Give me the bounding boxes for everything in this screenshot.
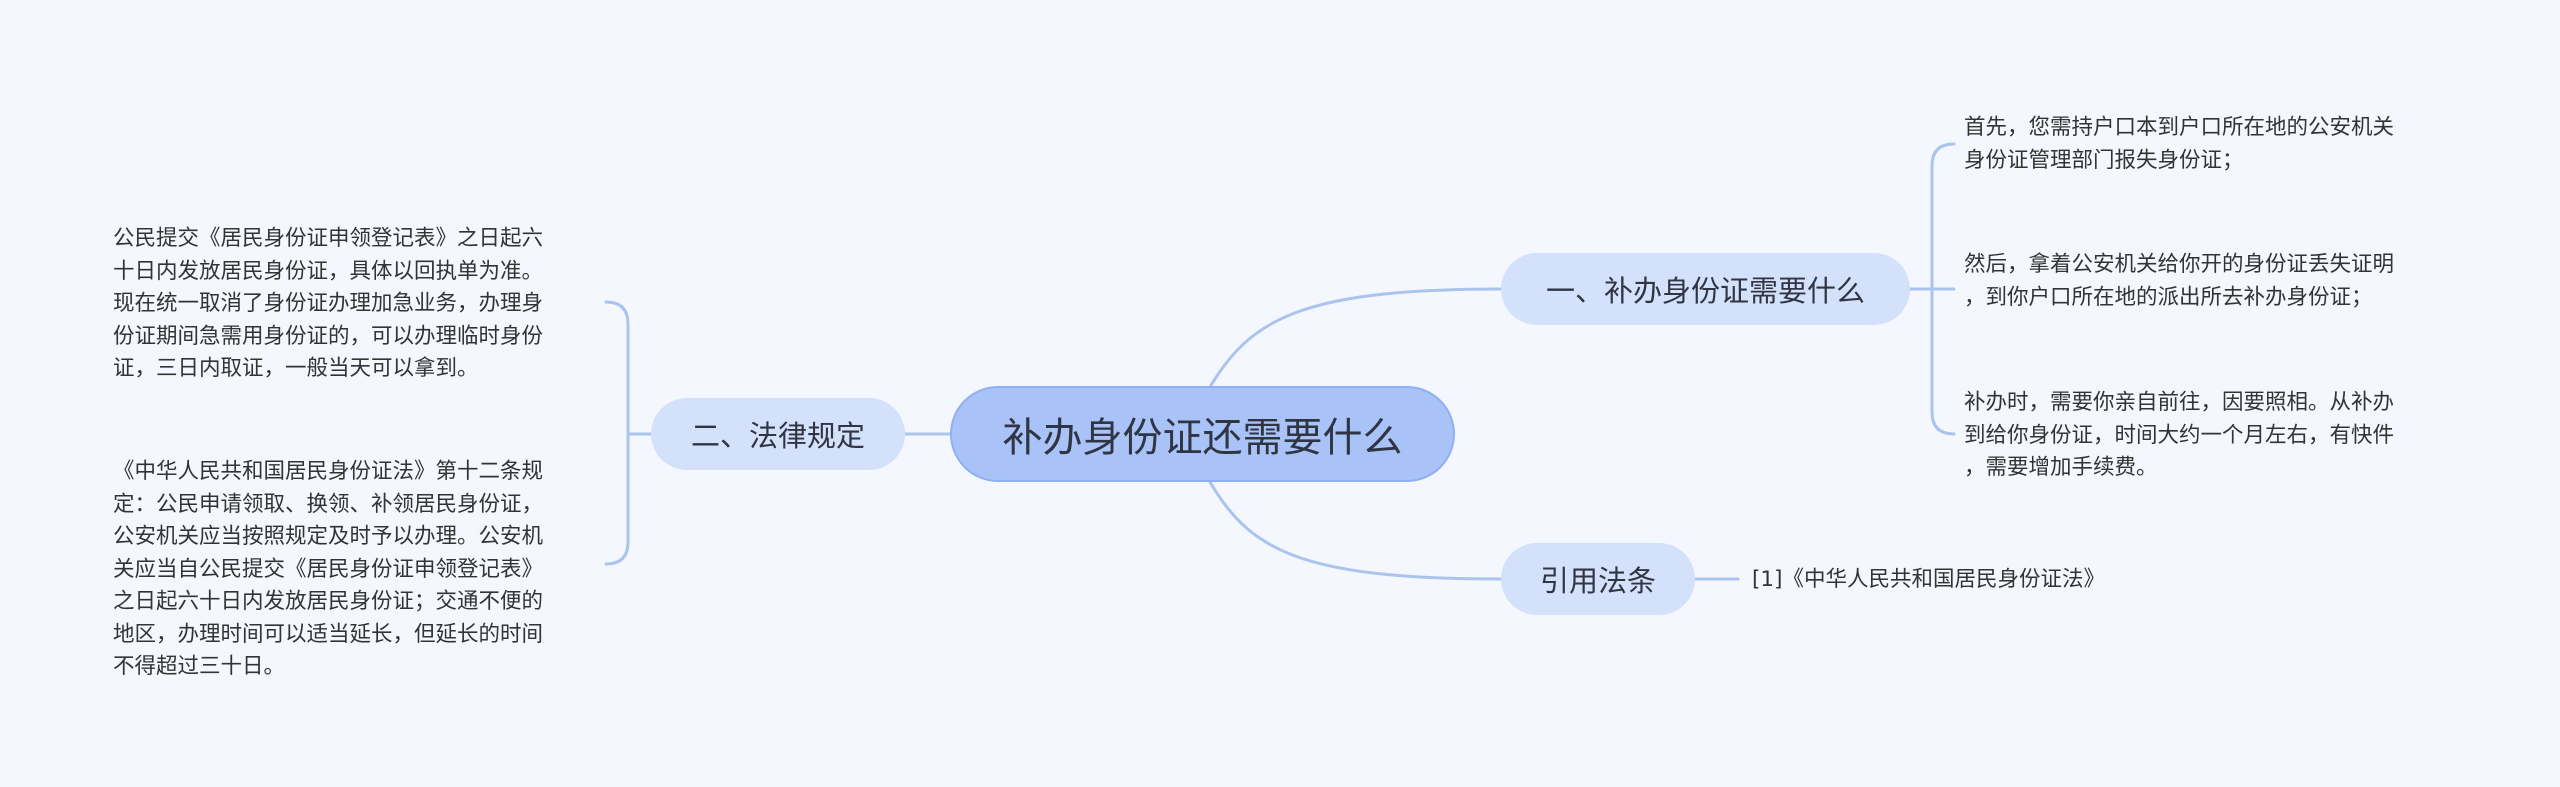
branch-citation[interactable]: 引用法条 [1501, 543, 1695, 615]
connector-requirements-leaf-1 [1930, 142, 1956, 291]
leaf-line: 定：公民申请领取、换领、补领居民身份证， [113, 491, 544, 517]
leaf-citation-1[interactable]: [1]《中华人民共和国居民身份证法》 [1752, 564, 2105, 597]
branch-requirements[interactable]: 一、补办身份证需要什么 [1501, 253, 1910, 325]
branch-law[interactable]: 二、法律规定 [651, 398, 905, 470]
connector-root-to-citation [1208, 480, 1503, 581]
connector-law-leaf-1 [604, 300, 630, 436]
leaf-line: 《中华人民共和国居民身份证法》第十二条规 [113, 459, 544, 484]
connector-requirements-leaf-3 [1930, 287, 1956, 436]
leaf-line: 公安机关应当按照规定及时予以办理。公安机 [113, 524, 544, 549]
connector-law-leaf-2 [604, 432, 630, 566]
leaf-line: 地区，办理时间可以适当延长，但延长的时间 [113, 621, 544, 647]
leaf-line: 十日内发放居民身份证，具体以回执单为准。 [113, 258, 544, 284]
leaf-line: ，需要增加手续费。 [1964, 455, 2158, 480]
branch-law-label: 二、法律规定 [690, 419, 865, 453]
leaf-line: 然后，拿着公安机关给你开的身份证丢失证明 [1964, 252, 2395, 277]
leaf-line: 之日起六十日内发放居民身份证；交通不便的 [113, 589, 544, 614]
leaf-requirements-1[interactable]: 首先，您需持户口本到户口所在地的公安机关 身份证管理部门报失身份证； [1964, 112, 2394, 177]
leaf-line: 现在统一取消了身份证办理加急业务，办理身 [113, 291, 544, 316]
branch-citation-label: 引用法条 [1539, 564, 1656, 598]
leaf-line: 公民提交《居民身份证申领登记表》之日起六 [113, 226, 544, 251]
leaf-line: 不得超过三十日。 [113, 654, 286, 679]
leaf-requirements-2[interactable]: 然后，拿着公安机关给你开的身份证丢失证明 ，到你户口所在地的派出所去补办身份证； [1964, 249, 2394, 314]
leaf-line: 关应当自公民提交《居民身份证申领登记表》 [113, 556, 544, 582]
leaf-line: 份证期间急需用身份证的，可以办理临时身份 [113, 323, 544, 349]
leaf-line: [1]《中华人民共和国居民身份证法》 [1752, 567, 2105, 592]
root-topic-label: 补办身份证还需要什么 [1002, 415, 1403, 461]
leaf-line: ，到你户口所在地的派出所去补办身份证； [1964, 284, 2373, 310]
leaf-line: 首先，您需持户口本到户口所在地的公安机关 [1964, 115, 2395, 140]
leaf-line: 补办时，需要你亲自前往，因要照相。从补办 [1964, 390, 2395, 415]
root-topic[interactable]: 补办身份证还需要什么 [950, 386, 1455, 482]
leaf-line: 身份证管理部门报失身份证； [1964, 147, 2244, 173]
leaf-line: 到给你身份证，时间大约一个月左右，有快件 [1964, 422, 2395, 448]
leaf-law-1[interactable]: 公民提交《居民身份证申领登记表》之日起六 十日内发放居民身份证，具体以回执单为准… [113, 223, 543, 386]
leaf-line: 证，三日内取证，一般当天可以拿到。 [113, 356, 479, 381]
leaf-requirements-3[interactable]: 补办时，需要你亲自前往，因要照相。从补办 到给你身份证，时间大约一个月左右，有快… [1964, 387, 2394, 485]
leaf-law-2[interactable]: 《中华人民共和国居民身份证法》第十二条规 定：公民申请领取、换领、补领居民身份证… [113, 456, 543, 684]
branch-requirements-label: 一、补办身份证需要什么 [1545, 274, 1865, 308]
connector-root-to-requirements [1208, 287, 1503, 389]
